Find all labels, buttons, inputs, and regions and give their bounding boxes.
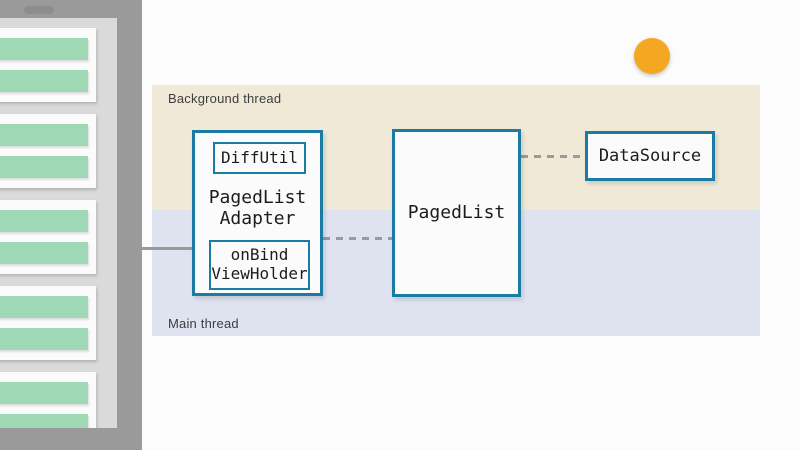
- node-data-source[interactable]: DataSource: [585, 131, 715, 181]
- list-item-bar: [0, 414, 88, 428]
- list-item-bar: [0, 242, 88, 264]
- node-diff-util[interactable]: DiffUtil: [213, 142, 306, 174]
- data-source-label: DataSource: [598, 145, 702, 166]
- node-on-bind-view-holder[interactable]: onBind ViewHolder: [209, 240, 310, 290]
- list-item-bar: [0, 38, 88, 60]
- paged-list-label: PagedList: [407, 202, 506, 224]
- node-paged-list[interactable]: PagedList: [392, 129, 521, 297]
- list-item[interactable]: [0, 372, 96, 428]
- list-item[interactable]: [0, 28, 96, 102]
- on-bind-view-holder-label: onBind ViewHolder: [211, 245, 308, 283]
- list-item-bar: [0, 328, 88, 350]
- phone-mockup: [0, 0, 142, 450]
- list-item-bar: [0, 124, 88, 146]
- list-item-bar: [0, 296, 88, 318]
- list-item[interactable]: [0, 114, 96, 188]
- node-paged-list-adapter[interactable]: DiffUtil PagedList Adapter onBind ViewHo…: [192, 130, 323, 296]
- main-thread-label: Main thread: [168, 316, 239, 331]
- list-item-bar: [0, 382, 88, 404]
- list-item[interactable]: [0, 200, 96, 274]
- list-item-bar: [0, 70, 88, 92]
- connector-list-to-adapter: [140, 247, 195, 250]
- floating-action-button[interactable]: [634, 38, 670, 74]
- list-item-bar: [0, 156, 88, 178]
- diff-util-label: DiffUtil: [220, 147, 299, 167]
- list-item-bar: [0, 210, 88, 232]
- phone-speaker: [24, 6, 54, 14]
- paged-list-adapter-label: PagedList Adapter: [208, 187, 307, 230]
- background-thread-label: Background thread: [168, 91, 282, 106]
- phone-screen: [0, 18, 117, 428]
- connector-adapter-to-pagedlist: [323, 237, 393, 240]
- connector-pagedlist-to-datasource: [521, 155, 586, 158]
- list-item[interactable]: [0, 286, 96, 360]
